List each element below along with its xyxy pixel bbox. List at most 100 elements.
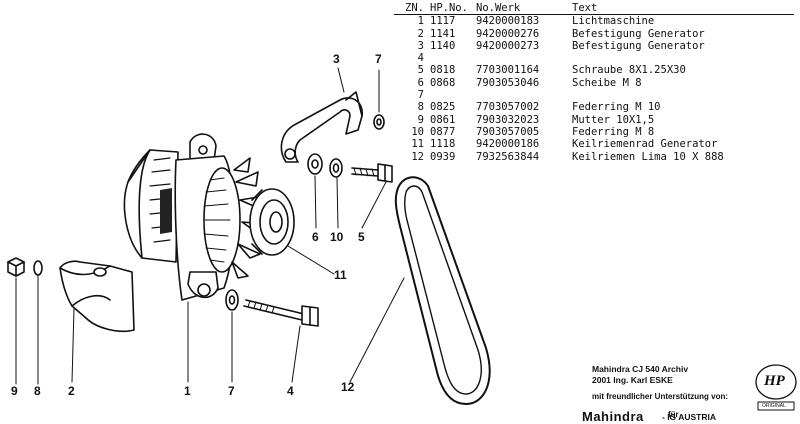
cell-zn: 4: [417, 52, 424, 65]
table-row: 12 0939 7932563844 Keilriemen Lima 10 X 888: [394, 151, 794, 163]
cell-zn: 8: [417, 101, 424, 114]
bolt-part-5: [351, 163, 393, 183]
pulley-part-11: [249, 188, 295, 256]
cell-zn: 11: [411, 138, 424, 151]
parts-table: ZN. HP.No. No.Werk Text 1 1117 9420000183 L…: [394, 2, 794, 163]
cell-werk: 9420000186: [476, 138, 540, 151]
bolt-part-4: [243, 299, 319, 327]
cell-werk: [476, 89, 572, 101]
table-row: 7: [394, 89, 794, 101]
cell-text: Federring M 8: [572, 125, 655, 138]
cell-werk: [476, 52, 572, 64]
cell-werk: 7903057005: [476, 125, 540, 138]
table-row: 5 0818 7703001164 Schraube 8X1.25X30: [394, 64, 794, 76]
callout-10: 10: [330, 230, 344, 244]
cell-zn: 5: [417, 64, 424, 77]
cell-hp: 1140: [430, 39, 456, 52]
cell-hp: [430, 52, 476, 64]
hp-logo-text: HP: [764, 373, 785, 389]
bracket-part-3: [280, 91, 363, 163]
cell-text: Scheibe M 8: [572, 76, 642, 89]
table-row: 6 0868 7903053046 Scheibe M 8: [394, 77, 794, 89]
cell-hp: 1117: [430, 15, 456, 28]
cell-werk: 7903032023: [476, 113, 540, 126]
table-row: 9 0861 7903032023 Mutter 10X1,5: [394, 114, 794, 126]
callout-2: 2: [68, 384, 75, 398]
cell-text: Befestigung Generator: [572, 39, 705, 52]
table-row: 4: [394, 52, 794, 64]
callout-1: 1: [184, 384, 191, 398]
cell-werk: 7903053046: [476, 76, 540, 89]
cell-text: [572, 89, 794, 101]
cell-hp: 0868: [430, 76, 456, 89]
cell-hp: 1141: [430, 27, 456, 40]
mahindra-brand: Mahindra: [582, 409, 644, 424]
ig-austria-label: - IG AUSTRIA: [662, 412, 716, 422]
cell-zn: 7: [417, 89, 424, 102]
washer-part-7-top: [373, 114, 385, 130]
spring-washer-part-8: [33, 260, 43, 276]
cell-zn: 2: [417, 27, 424, 40]
cell-zn: 10: [411, 125, 424, 138]
callout-4: 4: [287, 384, 294, 398]
cell-zn: 1: [417, 15, 424, 28]
callout-9: 9: [11, 384, 18, 398]
alternator-part-1: [123, 133, 267, 301]
hp-logo-caption: ORIGINAL: [762, 403, 786, 409]
cell-text: Keilriemen Lima 10 X 888: [572, 150, 724, 163]
cell-text: [572, 52, 794, 64]
table-row: 1 1117 9420000183 Lichtmaschine: [394, 15, 794, 27]
cell-hp: 1118: [430, 138, 456, 151]
header-no-werk: No.Werk: [476, 2, 521, 14]
credits-block: Mahindra CJ 540 Archiv 2001 Ing. Karl ES…: [592, 364, 752, 419]
for-label: für: [668, 410, 679, 419]
archive-author: 2001 Ing. Karl ESKE: [592, 375, 673, 385]
hp-logo: [755, 364, 797, 411]
cell-werk: 7703057002: [476, 101, 540, 114]
parts-table-header: ZN. HP.No. No.Werk Text: [394, 2, 794, 16]
v-belt-part-12: [394, 176, 491, 405]
callout-11: 11: [334, 268, 347, 282]
cell-zn: 3: [417, 39, 424, 52]
cell-text: Mutter 10X1,5: [572, 113, 655, 126]
leader-lines: [15, 67, 405, 385]
support-note: mit freundlicher Unterstützung von:: [592, 392, 728, 401]
cell-text: Schraube 8X1.25X30: [572, 64, 686, 77]
cell-hp: 0939: [430, 150, 456, 163]
cell-zn: 12: [411, 150, 424, 163]
table-row: 10 0877 7903057005 Federring M 8: [394, 126, 794, 138]
cell-zn: 9: [417, 113, 424, 126]
cell-zn: 6: [417, 76, 424, 89]
archive-title: Mahindra CJ 540 Archiv: [592, 364, 689, 374]
cell-text: Befestigung Generator: [572, 27, 705, 40]
cell-text: Federring M 10: [572, 101, 661, 114]
callout-3: 3: [333, 52, 340, 66]
callout-8: 8: [34, 384, 41, 398]
washer-part-6: [307, 153, 323, 175]
washer-part-7-bottom: [225, 289, 239, 311]
cell-werk: 9420000276: [476, 27, 540, 40]
cell-werk: 7932563844: [476, 150, 540, 163]
callout-7-top: 7: [375, 52, 382, 66]
cell-werk: 7703001164: [476, 64, 540, 77]
header-hp-no: HP.No.: [430, 2, 468, 14]
cell-hp: 0877: [430, 125, 456, 138]
callout-12: 12: [341, 380, 355, 394]
cell-text: Lichtmaschine: [572, 15, 655, 28]
callout-6: 6: [312, 230, 319, 244]
cell-werk: 9420000183: [476, 15, 540, 28]
callout-5: 5: [358, 230, 365, 244]
cell-hp: 0861: [430, 113, 456, 126]
cell-hp: 0825: [430, 101, 456, 114]
table-row: 8 0825 7703057002 Federring M 10: [394, 101, 794, 113]
cell-hp: 0818: [430, 64, 456, 77]
nut-part-9: [7, 257, 25, 277]
cell-hp: [430, 89, 476, 101]
spring-washer-part-10: [329, 158, 343, 178]
header-zn: ZN.: [405, 2, 424, 14]
callout-7-bottom: 7: [228, 384, 235, 398]
